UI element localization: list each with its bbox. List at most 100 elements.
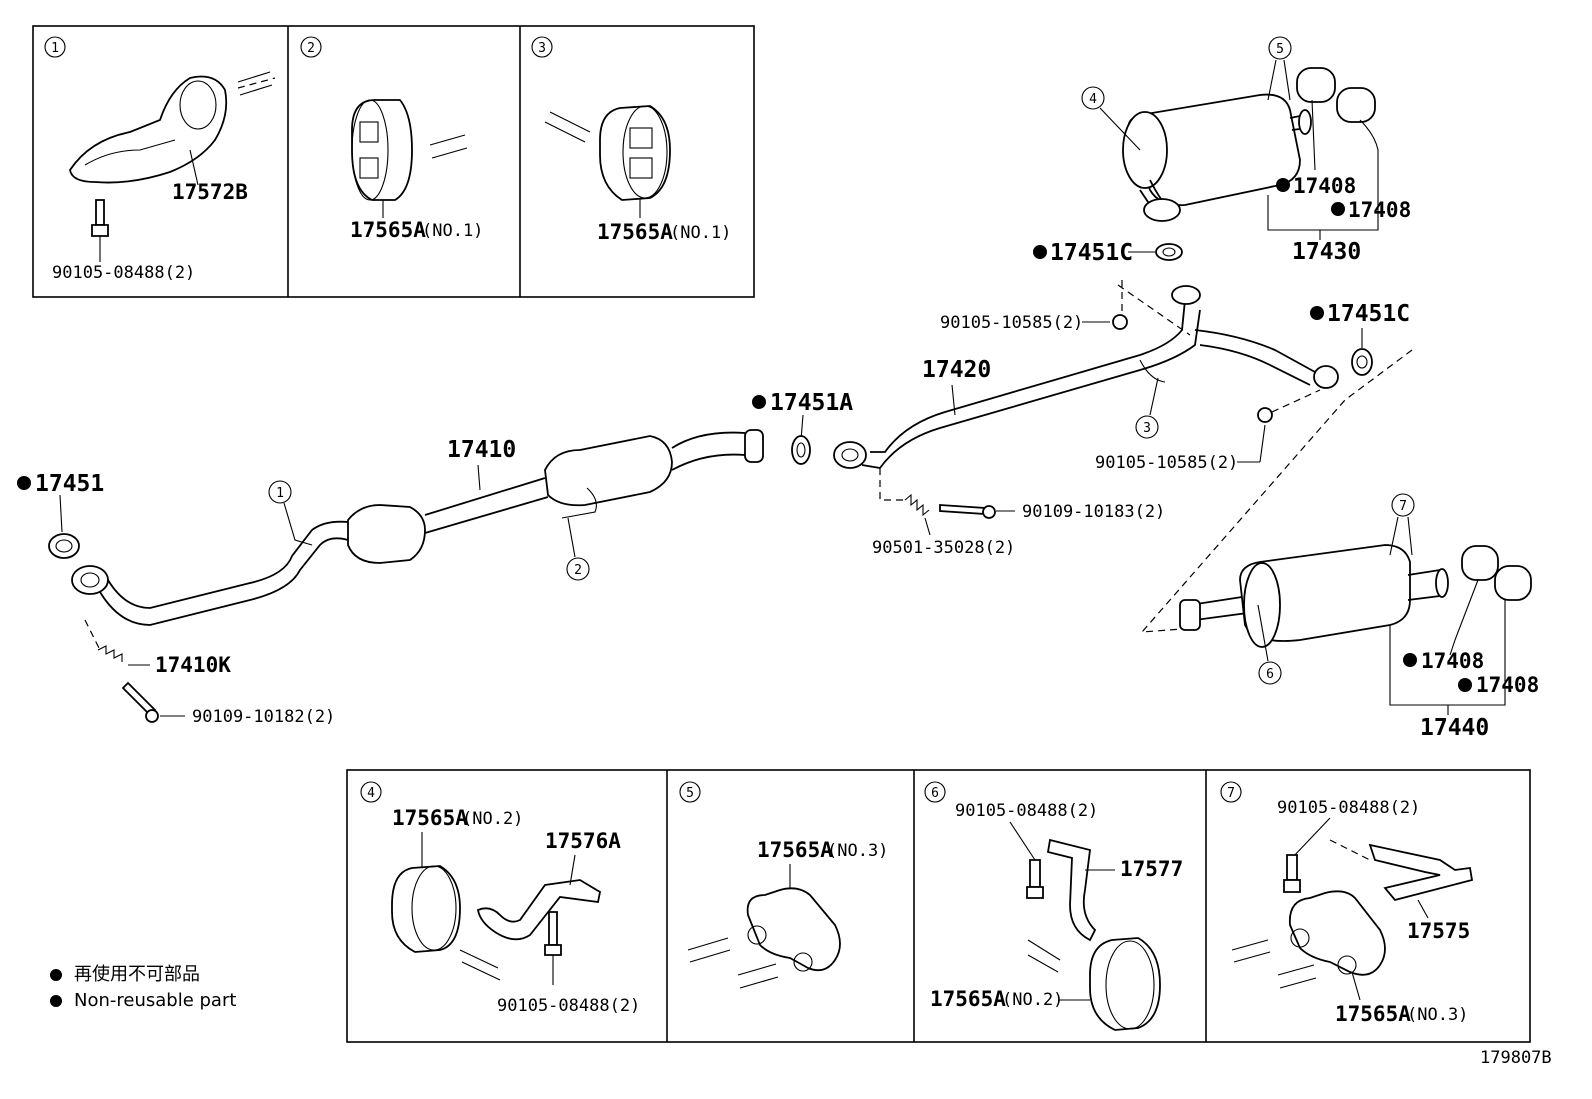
rear-flange-17410 (744, 429, 764, 463)
front-pipe-17410 (99, 537, 349, 626)
inset-7-bolt: 90105-08488(2) (1277, 798, 1420, 818)
bolt-90105-10585-b-icon (1257, 407, 1273, 423)
tail-tip-17408-a (1296, 67, 1336, 103)
bottom-inset-frame (346, 769, 1531, 1043)
callout-2: 2 (574, 563, 582, 578)
front-pipe-flange (71, 565, 109, 595)
gasket-17451-label: 17451 (35, 471, 104, 497)
bolt-90109-10183-label: 90109-10183(2) (1022, 502, 1165, 522)
callout-4: 4 (1089, 92, 1097, 107)
spring-90501-icon (904, 493, 930, 517)
part-17565A-label-2: 17565A (597, 220, 673, 244)
legend-en-text: Non-reusable part (74, 990, 237, 1011)
inset-2-number: 2 (307, 41, 315, 56)
gasket-17451C-label-b: 17451C (1327, 301, 1410, 327)
center-pipe-17420 (861, 299, 1201, 469)
inset-7-part-17565A: 17565A (1335, 1002, 1411, 1026)
inset-7: 7 90105-08488(2) 17575 17565A (NO.3) (1220, 781, 1474, 1026)
tail-tip-17408-d (1494, 565, 1532, 601)
inset-1-number: 1 (51, 41, 59, 56)
inset-5: 5 17565A (NO.3) (679, 781, 888, 989)
gasket-17451C-b (1351, 348, 1373, 376)
part-17565A-label: 17565A (350, 218, 426, 242)
gasket-17451 (48, 533, 80, 559)
inset-6-hanger (1089, 937, 1161, 1031)
inset-6-bolt: 90105-08488(2) (955, 801, 1098, 821)
spring-17410K-label: 17410K (155, 653, 231, 677)
inset-3: 3 17565A (NO.1) (531, 36, 731, 244)
catalytic-converter-1 (347, 504, 426, 564)
inset-6: 6 90105-08488(2) 17577 17565A (NO.2) (924, 781, 1183, 1031)
inset-4-part-17565A: 17565A (392, 806, 468, 830)
muffler-17440-label: 17440 (1420, 715, 1489, 741)
center-pipe-flange (833, 441, 867, 469)
inset-7-part-17575: 17575 (1407, 919, 1470, 943)
inset-7-no3: (NO.3) (1407, 1005, 1468, 1025)
gasket-17451C-a (1155, 243, 1183, 261)
gasket-17451A-label: 17451A (770, 390, 853, 416)
gasket-17451A (791, 435, 811, 465)
tail-tip-17408-label-d: 17408 (1476, 673, 1539, 697)
inset-4-bracket-17576A (476, 879, 602, 941)
inset-5-part-17565A: 17565A (757, 838, 833, 862)
part-17420-label: 17420 (922, 357, 991, 383)
center-pipe-right-flange (1313, 365, 1339, 389)
spring-icon (97, 645, 123, 662)
top-inset-frame (32, 25, 755, 298)
legend-jp-text: 再使用不可部品 (74, 964, 200, 985)
legend-row-en: Non-reusable part (50, 988, 236, 1014)
callout-6-main: 6 (1266, 667, 1274, 682)
bottom-inset-group: 4 17565A (NO.2) 17576A 90105-08488(2) 5 … (346, 769, 1531, 1043)
bolt-90105-10585-label-b: 90105-10585(2) (1095, 453, 1238, 473)
tail-tip-17408-label-b: 17408 (1348, 198, 1411, 222)
callout-7-main: 7 (1399, 499, 1407, 514)
bolt-90105-10585-a-icon (1112, 314, 1128, 330)
muffler-17430-label: 17430 (1292, 239, 1361, 265)
bolt-90109-10182-label: 90109-10182(2) (192, 707, 335, 727)
bolt-90105-10585-label-a: 90105-10585(2) (940, 313, 1083, 333)
tail-tip-17408-label-a: 17408 (1293, 174, 1356, 198)
tail-tip-17408-b (1336, 87, 1376, 123)
main-assembly: 17451 17410 1 2 17410K (17, 240, 1413, 727)
part-17410-label: 17410 (447, 437, 516, 463)
inset-3-number: 3 (538, 41, 546, 56)
top-inset-group: 1 17572B 90105-08488(2) 2 17565A (32, 25, 755, 298)
inset-1: 1 17572B 90105-08488(2) (44, 36, 276, 283)
inset-7-hanger (1288, 890, 1386, 976)
part-17572B-label: 17572B (172, 180, 248, 204)
callout-1: 1 (276, 486, 284, 501)
part-no1-label: (NO.1) (422, 221, 483, 241)
gasket-17451C-label-a: 17451C (1050, 240, 1133, 266)
inset-6-part-17565A: 17565A (930, 987, 1006, 1011)
inset-4-no2: (NO.2) (462, 809, 523, 829)
bolt-90105-08488-label: 90105-08488(2) (52, 263, 195, 283)
inset-5-no3: (NO.3) (827, 841, 888, 861)
inset-4-bolt: 90105-08488(2) (497, 996, 640, 1016)
bolt-90109-10183-icon (939, 504, 986, 515)
nonreusable-dot-icon (50, 969, 62, 981)
rubber-hanger-shape (351, 99, 413, 201)
inset-6-no2: (NO.2) (1002, 990, 1063, 1010)
bolt-icon (95, 199, 105, 226)
tail-tip-17408-label-c: 17408 (1421, 649, 1484, 673)
inset-1-number-circle (44, 36, 66, 58)
lower-muffler-17440: 7 6 17408 17408 17440 (1179, 493, 1539, 741)
catalytic-converter-2 (544, 435, 673, 507)
callout-2-circle (566, 557, 590, 581)
inset-6-number: 6 (931, 786, 939, 801)
tail-tip-17408-c (1461, 545, 1499, 581)
inset-2: 2 17565A (NO.1) (300, 36, 483, 242)
inset-4: 4 17565A (NO.2) 17576A 90105-08488(2) (360, 781, 640, 1016)
inset-5-hanger (746, 887, 841, 972)
inset-7-number: 7 (1227, 786, 1235, 801)
callout-3: 3 (1143, 421, 1151, 436)
callout-1-circle (268, 480, 292, 504)
callout-5-upper: 5 (1276, 42, 1284, 57)
inset-4-hanger (391, 865, 461, 953)
nonreusable-dot-icon (50, 995, 62, 1007)
center-pipe-upper-flange (1171, 285, 1201, 305)
drawing-id: 179807B (1480, 1048, 1552, 1068)
inset-7-bracket-17575 (1368, 843, 1474, 902)
spring-90501-35028-label: 90501-35028(2) (872, 538, 1015, 558)
